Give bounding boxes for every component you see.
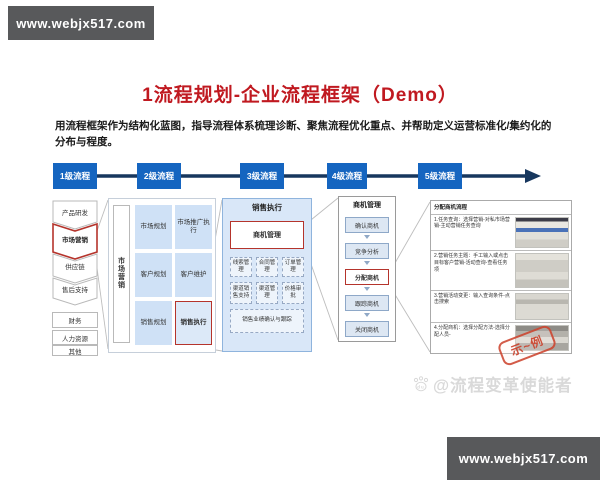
down-arrow-icon	[364, 287, 370, 294]
level2-side-label: 市场营销	[113, 205, 130, 343]
top-left-url-banner: www.webjx517.com	[8, 6, 154, 40]
level2-container: 市场营销 市场规划 市场推广执行 客户规划 客户维护 销售规划 销售执行	[108, 198, 216, 353]
l3-cell-channel-sales-support: 渠道销售支持	[230, 282, 252, 304]
step-1-description: 1.任务查询：选择营销-对私市场营销-主动营销任务查询	[434, 216, 510, 230]
step-2-description: 2.营销任务主题：手工输入或点击目标客户营销-活动查询-查看任务项	[434, 253, 509, 273]
level-4-header: 4级流程	[327, 163, 367, 189]
chevron-product-rd: 产品研发	[62, 208, 89, 217]
l3-cell-contract-mgmt: 合同管理	[256, 257, 278, 277]
l2-cell-customer-maint: 客户维护	[175, 253, 212, 297]
level3-container: 销售执行 商机管理 线索管理 合同管理 订单管理 渠道销售支持 渠道管理 价格审…	[222, 198, 312, 352]
chevron-marketing-highlighted: 市场营销	[62, 235, 89, 244]
table-row: 3.营销活动变更：输入查询条件-点击搜索	[431, 289, 571, 323]
level-3-header: 3级流程	[240, 163, 284, 189]
l4-step-close-opportunity: 关闭商机	[345, 321, 389, 337]
screenshot-cell	[513, 251, 571, 289]
table-row: 1.任务查询：选择营销-对私市场营销-主动营销任务查询	[431, 213, 571, 251]
screenshot-cell	[513, 291, 571, 323]
screenshot-thumbnail	[515, 325, 569, 352]
down-arrow-icon	[364, 261, 370, 268]
screenshot-cell	[513, 323, 571, 353]
l2-cell-sales-planning: 销售规划	[135, 301, 172, 345]
level1-box-hr: 人力资源	[52, 330, 98, 345]
watermark-text: @流程变革使能者	[433, 377, 573, 395]
intro-paragraph: 用流程框架作为结构化蓝图，指导流程体系梳理诊断、聚焦流程优化重点、并帮助定义运营…	[55, 120, 552, 149]
screenshot-thumbnail	[515, 253, 569, 288]
l2-cell-sales-execution-highlighted: 销售执行	[175, 301, 212, 345]
l2-cell-customer-planning: 客户规划	[135, 253, 172, 297]
l4-step-confirm-opportunity: 确认商机	[345, 217, 389, 233]
l4-step-competition-analysis: 竞争分析	[345, 243, 389, 259]
screenshot-thumbnail	[515, 292, 569, 321]
level4-container: 商机管理 确认商机 竞争分析 分配商机 跟踪商机 关闭商机	[338, 196, 396, 342]
level4-title: 商机管理	[353, 202, 381, 209]
chevron-after-sales: 售后支持	[62, 285, 89, 294]
step-3-description: 3.营销活动变更：输入查询条件-点击搜索	[434, 292, 510, 306]
screenshot-cell	[513, 215, 571, 251]
watermark: du @流程变革使能者	[412, 372, 573, 396]
down-arrow-icon	[364, 235, 370, 242]
level-1-header: 1级流程	[53, 163, 97, 189]
level1-box-finance: 财务	[52, 312, 98, 328]
down-arrow-icon	[364, 313, 370, 320]
chevron-supply-chain: 供应链	[65, 262, 85, 271]
table-row: 2.营销任务主题：手工输入或点击目标客户营销-活动查询-查看任务项	[431, 250, 571, 289]
l4-step-assign-opportunity-highlighted: 分配商机	[345, 269, 389, 285]
bottom-right-url-banner: www.webjx517.com	[447, 437, 600, 480]
svg-text:du: du	[417, 384, 425, 389]
l2-cell-market-promo: 市场推广执行	[175, 205, 212, 249]
level3-title: 销售执行	[252, 203, 282, 212]
l3-cell-price-approval: 价格审批	[282, 282, 304, 304]
level1-box-other: 其他	[52, 345, 98, 356]
screenshot-thumbnail	[515, 216, 569, 249]
l3-cell-channel-mgmt: 渠道管理	[256, 282, 278, 304]
level-2-header: 2级流程	[137, 163, 181, 189]
l3-cell-order-mgmt: 订单管理	[282, 257, 304, 277]
level-5-header: 5级流程	[418, 163, 462, 189]
page-title: 1流程规划-企业流程框架（Demo）	[142, 85, 458, 106]
l3-cell-lead-mgmt: 线索管理	[230, 257, 252, 277]
level5-table-title: 分配商机流程	[434, 205, 468, 211]
step-4-description: 4.分配商机：选择分配方法-选择分配人员-	[434, 325, 510, 338]
paw-logo-icon: du	[413, 376, 429, 392]
l3-opportunity-mgmt-highlighted: 商机管理	[230, 221, 304, 249]
level1-chevron-stack: 产品研发 市场营销 供应链 售后支持	[52, 200, 98, 306]
l3-cell-sales-performance: 销售业绩确认与跟踪	[230, 309, 304, 333]
level5-table: 分配商机流程 1.任务查询：选择营销-对私市场营销-主动营销任务查询 2.营销任…	[430, 200, 572, 354]
table-row: 4.分配商机：选择分配方法-选择分配人员-	[431, 322, 571, 353]
l4-step-track-opportunity: 跟踪商机	[345, 295, 389, 311]
l2-cell-market-planning: 市场规划	[135, 205, 172, 249]
